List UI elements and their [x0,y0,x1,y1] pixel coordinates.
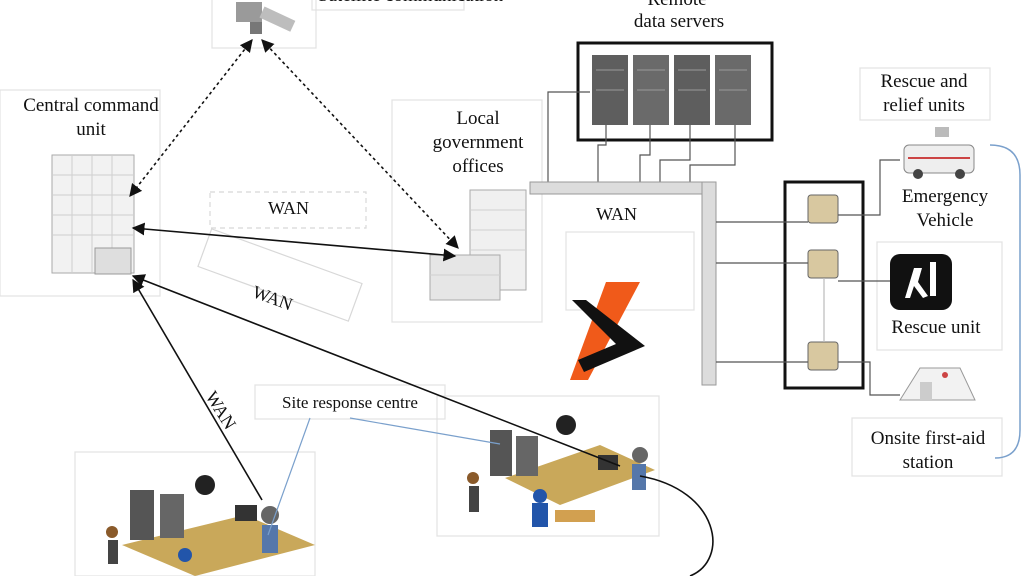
label-site-response: Site response centre [282,393,418,412]
label-rescue-unit: Rescue unit [891,317,981,338]
wan-bus [529,181,717,386]
label-first-aid-1: Onsite first-aid [870,428,986,449]
ambulance-icon [903,127,975,179]
label-emergency-1: Emergency [901,186,989,207]
label-local-1: Local [456,108,500,129]
switch-box [783,180,865,390]
server-rack-icon [592,55,751,125]
label-local-2: government [432,132,524,153]
site-pointer-lines [267,417,501,536]
central-building-icon [51,154,135,275]
label-remote-1: Remote [622,0,732,12]
label-rescue-relief-1: Rescue and [880,71,968,92]
label-wan-bus: WAN [596,204,637,224]
tent-icon [899,367,976,401]
government-building-icon [429,189,527,301]
label-local-3: offices [452,156,504,177]
workstation-icon-right [467,415,655,527]
label-rescue-relief-2: relief units [883,95,965,116]
label-wan-top: WAN [268,198,309,218]
switch-links [716,159,900,396]
blue-bracket [989,144,1021,459]
rescue-sign-icon [890,254,952,310]
brand-logo-icon [570,282,645,380]
workstation-icon-left [106,475,315,576]
switch-icon [807,194,839,371]
label-satellite: Satellite communication [318,0,503,8]
label-remote-2: data servers [633,11,725,32]
satellite-icon [236,2,296,34]
label-emergency-2: Vehicle [916,210,974,231]
connections [129,38,714,576]
label-first-aid-2: station [902,452,954,473]
label-central-2: unit [76,119,106,140]
server-links [547,91,736,182]
label-central-1: Central command [23,95,159,116]
